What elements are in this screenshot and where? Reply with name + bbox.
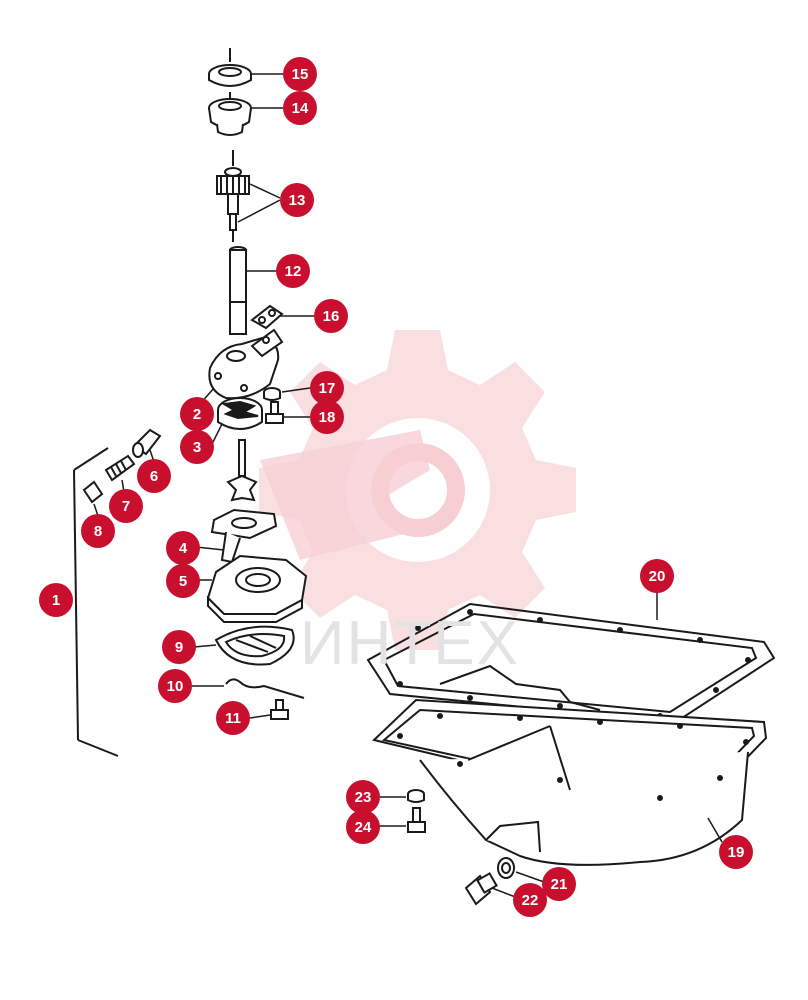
callout-7[interactable]: 7	[109, 489, 143, 523]
callout-22[interactable]: 22	[513, 883, 547, 917]
assembly-bracket	[73, 447, 119, 757]
rotor-shaft-part	[226, 439, 258, 502]
clip-part	[225, 678, 305, 699]
callout-18[interactable]: 18	[310, 400, 344, 434]
callout-8[interactable]: 8	[81, 514, 115, 548]
washer-part	[263, 387, 281, 401]
callout-19[interactable]: 19	[719, 835, 753, 869]
drain-gasket-part	[497, 857, 515, 879]
oil-pan-part	[371, 698, 768, 866]
washer-part-23	[407, 789, 425, 803]
pump-shaft-part	[229, 246, 247, 335]
callout-21[interactable]: 21	[542, 867, 576, 901]
watermark-text: ИНТЕХ	[300, 609, 520, 678]
callout-13[interactable]: 13	[280, 183, 314, 217]
seal-cup-part	[208, 92, 252, 136]
callout-6[interactable]: 6	[137, 459, 171, 493]
callout-20[interactable]: 20	[640, 559, 674, 593]
callout-3[interactable]: 3	[180, 430, 214, 464]
watermark-gear-icon	[259, 330, 576, 650]
callout-24[interactable]: 24	[346, 810, 380, 844]
callout-9[interactable]: 9	[162, 630, 196, 664]
gasket-part	[250, 304, 284, 330]
callout-23[interactable]: 23	[346, 780, 380, 814]
callout-4[interactable]: 4	[166, 531, 200, 565]
bolt-part-11	[270, 699, 289, 720]
oil-seal-part	[208, 48, 252, 87]
drive-gear-part	[216, 150, 250, 242]
pump-body-part	[206, 554, 308, 623]
callout-10[interactable]: 10	[158, 669, 192, 703]
callout-11[interactable]: 11	[216, 701, 250, 735]
callout-12[interactable]: 12	[276, 254, 310, 288]
rotor-part	[217, 397, 263, 430]
strainer-gasket-part	[210, 508, 278, 564]
oil-pan-gasket-part	[366, 602, 776, 724]
callout-2[interactable]: 2	[180, 397, 214, 431]
callout-17[interactable]: 17	[310, 371, 344, 405]
callout-14[interactable]: 14	[283, 91, 317, 125]
relief-plunger-part	[132, 428, 162, 458]
drain-plug-part	[464, 872, 498, 906]
callout-5[interactable]: 5	[166, 564, 200, 598]
leader-lines	[93, 73, 723, 899]
spring-part	[104, 454, 136, 482]
callout-15[interactable]: 15	[283, 57, 317, 91]
strainer-part	[214, 625, 295, 666]
bolt-part	[265, 401, 284, 424]
callout-1[interactable]: 1	[39, 583, 73, 617]
bolt-part-24	[407, 807, 426, 833]
pump-cover-part	[208, 328, 284, 400]
callout-16[interactable]: 16	[314, 299, 348, 333]
plug-part	[82, 480, 104, 504]
